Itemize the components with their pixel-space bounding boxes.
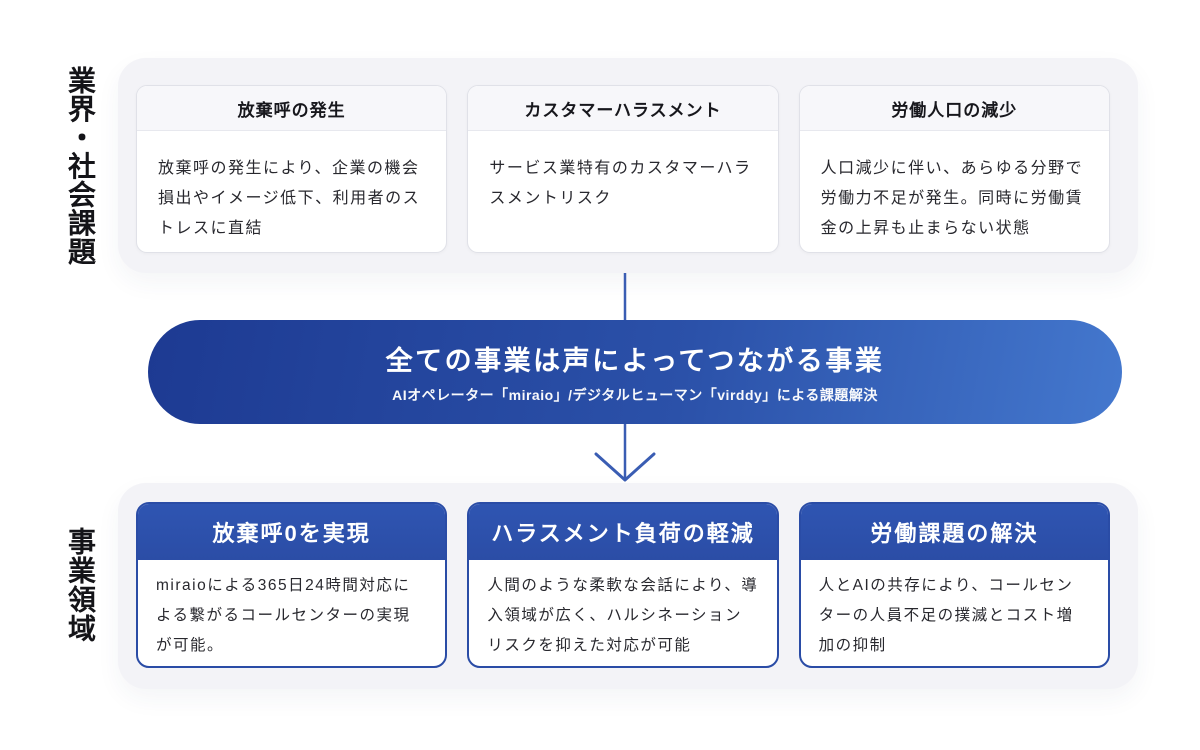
issue-card-customer-harassment: カスタマーハラスメント サービス業特有のカスタマーハラスメントリスク xyxy=(467,85,779,253)
domain-card-title: ハラスメント負荷の軽減 xyxy=(469,504,777,560)
arrow-down-icon xyxy=(594,452,656,482)
core-business-banner: 全ての事業は声によってつながる事業 AIオペレーター「miraio」/デジタルヒ… xyxy=(148,320,1122,424)
issue-card-title: カスタマーハラスメント xyxy=(468,86,778,131)
domain-card-zero-abandoned-calls: 放棄呼0を実現 miraioによる365日24時間対応による繋がるコールセンター… xyxy=(136,502,448,668)
issue-card-title: 放棄呼の発生 xyxy=(137,86,447,131)
domain-card-body: 人とAIの共存により、コールセンターの人員不足の撲滅とコスト増加の抑制 xyxy=(818,577,1074,654)
issue-card-labor-decline: 労働人口の減少 人口減少に伴い、あらゆる分野で労働力不足が発生。同時に労働賃金の… xyxy=(798,85,1110,253)
issue-card-body: 人口減少に伴い、あらゆる分野で労働力不足が発生。同時に労働賃金の上昇も止まらない… xyxy=(820,160,1084,237)
domain-card-body: miraioによる365日24時間対応による繋がるコールセンターの実現が可能。 xyxy=(156,577,411,654)
domain-card-labor-solution: 労働課題の解決 人とAIの共存により、コールセンターの人員不足の撲滅とコスト増加… xyxy=(798,502,1110,668)
issue-card-title: 労働人口の減少 xyxy=(799,86,1109,131)
industry-social-issues-label: 業界・社会課題 xyxy=(65,66,96,266)
issue-card-body: サービス業特有のカスタマーハラスメントリスク xyxy=(489,160,752,207)
domain-card-title: 労働課題の解決 xyxy=(800,504,1108,560)
domains-panel: 放棄呼0を実現 miraioによる365日24時間対応による繋がるコールセンター… xyxy=(118,483,1138,689)
business-domains-label: 事業領域 xyxy=(65,527,96,643)
issues-card-row: 放棄呼の発生 放棄呼の発生により、企業の機会損出やイメージ低下、利用者のストレス… xyxy=(118,58,1138,253)
issue-card-abandoned-calls: 放棄呼の発生 放棄呼の発生により、企業の機会損出やイメージ低下、利用者のストレス… xyxy=(136,85,448,253)
issue-card-body: 放棄呼の発生により、企業の機会損出やイメージ低下、利用者のストレスに直結 xyxy=(158,160,421,237)
domain-card-body: 人間のような柔軟な会話により、導入領域が広く、ハルシネーションリスクを抑えた対応… xyxy=(487,577,759,654)
domain-card-title: 放棄呼0を実現 xyxy=(138,504,446,560)
domain-card-harassment-reduction: ハラスメント負荷の軽減 人間のような柔軟な会話により、導入領域が広く、ハルシネー… xyxy=(467,502,779,668)
banner-subtitle: AIオペレーター「miraio」/デジタルヒューマン「virddy」による課題解… xyxy=(392,387,878,403)
banner-title: 全ての事業は声によってつながる事業 xyxy=(385,346,885,376)
issues-panel: 放棄呼の発生 放棄呼の発生により、企業の機会損出やイメージ低下、利用者のストレス… xyxy=(118,58,1138,273)
domains-card-row: 放棄呼0を実現 miraioによる365日24時間対応による繋がるコールセンター… xyxy=(118,483,1138,668)
